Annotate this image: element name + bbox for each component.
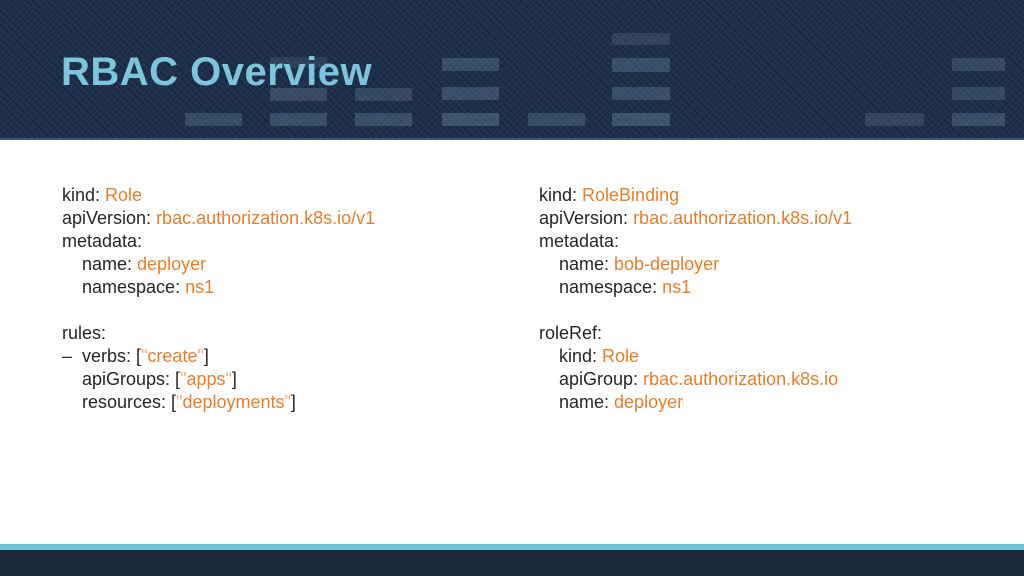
header-pattern-block [442, 87, 499, 100]
code-line: apiVersion: rbac.authorization.k8s.io/v1 [539, 208, 853, 228]
code-line: namespace: ns1 [539, 277, 692, 297]
header-pattern-block [355, 88, 412, 101]
header-pattern-block [865, 113, 924, 126]
code-line: namespace: ns1 [62, 277, 215, 297]
header-pattern-block [442, 113, 499, 126]
header-pattern-block [612, 87, 670, 100]
code-line: apiGroups: ["apps"] [62, 369, 237, 389]
code-line: apiVersion: rbac.authorization.k8s.io/v1 [62, 208, 376, 228]
code-line: resources: ["deployments"] [62, 392, 296, 412]
header-pattern-block [952, 113, 1005, 126]
code-line: kind: Role [539, 346, 640, 366]
header-pattern-block [952, 58, 1005, 71]
code-line: name: deployer [539, 392, 684, 412]
code-line: rules: [62, 323, 107, 343]
header-pattern-block [185, 113, 242, 126]
slide-footer [0, 550, 1024, 576]
yaml-role-block: kind: Role apiVersion: rbac.authorization… [62, 184, 375, 414]
header-pattern-block [528, 113, 585, 126]
code-line: roleRef: [539, 323, 603, 343]
page-title: RBAC Overview [61, 50, 373, 94]
code-line [62, 299, 375, 322]
code-line: name: bob-deployer [539, 254, 720, 274]
header-pattern-block [612, 33, 670, 45]
header-pattern-block [952, 87, 1005, 100]
header-pattern-block [612, 58, 670, 72]
header-pattern-block [270, 88, 327, 101]
code-line: metadata: [539, 231, 620, 251]
header-pattern-block [270, 113, 327, 126]
code-line: kind: RoleBinding [539, 185, 680, 205]
header-pattern-block [612, 113, 670, 126]
footer-accent-stripe [0, 544, 1024, 550]
header-pattern-block [442, 58, 499, 71]
header-pattern-block [355, 113, 412, 126]
code-line [539, 299, 852, 322]
yaml-rolebinding-block: kind: RoleBinding apiVersion: rbac.author… [539, 184, 852, 414]
slide-header: RBAC Overview [0, 0, 1024, 140]
code-line: apiGroup: rbac.authorization.k8s.io [539, 369, 839, 389]
code-line: metadata: [62, 231, 143, 251]
code-line: kind: Role [62, 185, 143, 205]
code-line: name: deployer [62, 254, 207, 274]
code-line: – verbs: ["create"] [62, 346, 209, 366]
header-pattern-block [270, 57, 327, 68]
